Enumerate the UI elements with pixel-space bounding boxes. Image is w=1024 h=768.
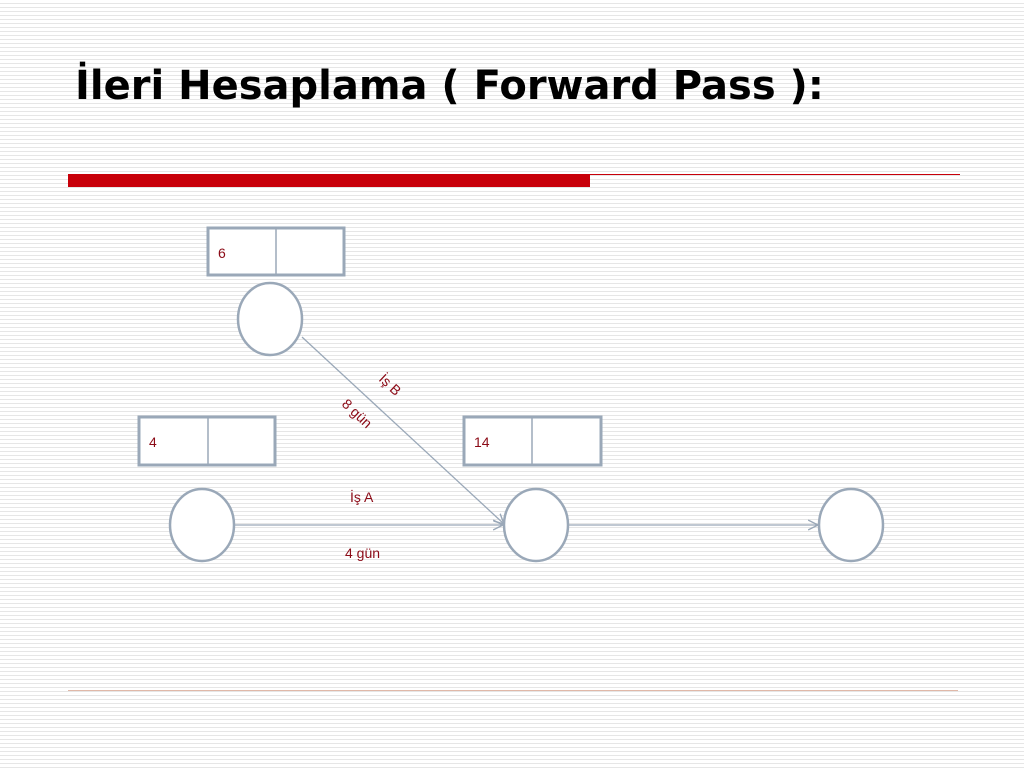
time-box-left-value: 4	[149, 434, 157, 450]
title-underline-thick	[68, 174, 590, 187]
activity-a-duration: 4 gün	[345, 545, 380, 561]
arrow-activity-b	[301, 336, 504, 524]
node-start	[168, 487, 236, 563]
title-underline-thin	[590, 174, 960, 175]
time-box-upper: 6	[206, 226, 346, 277]
node-middle	[502, 487, 570, 563]
time-box-left: 4	[137, 415, 277, 467]
footer-divider	[68, 690, 958, 691]
time-box-middle-value: 14	[474, 434, 490, 450]
slide-title: İleri Hesaplama ( Forward Pass ):	[75, 63, 824, 109]
activity-b-name: İş B	[376, 370, 405, 399]
time-box-middle: 14	[462, 415, 603, 467]
node-end	[817, 487, 885, 563]
node-upper	[236, 281, 304, 357]
time-box-upper-value: 6	[218, 245, 226, 261]
activity-a-name: İş A	[350, 488, 374, 505]
